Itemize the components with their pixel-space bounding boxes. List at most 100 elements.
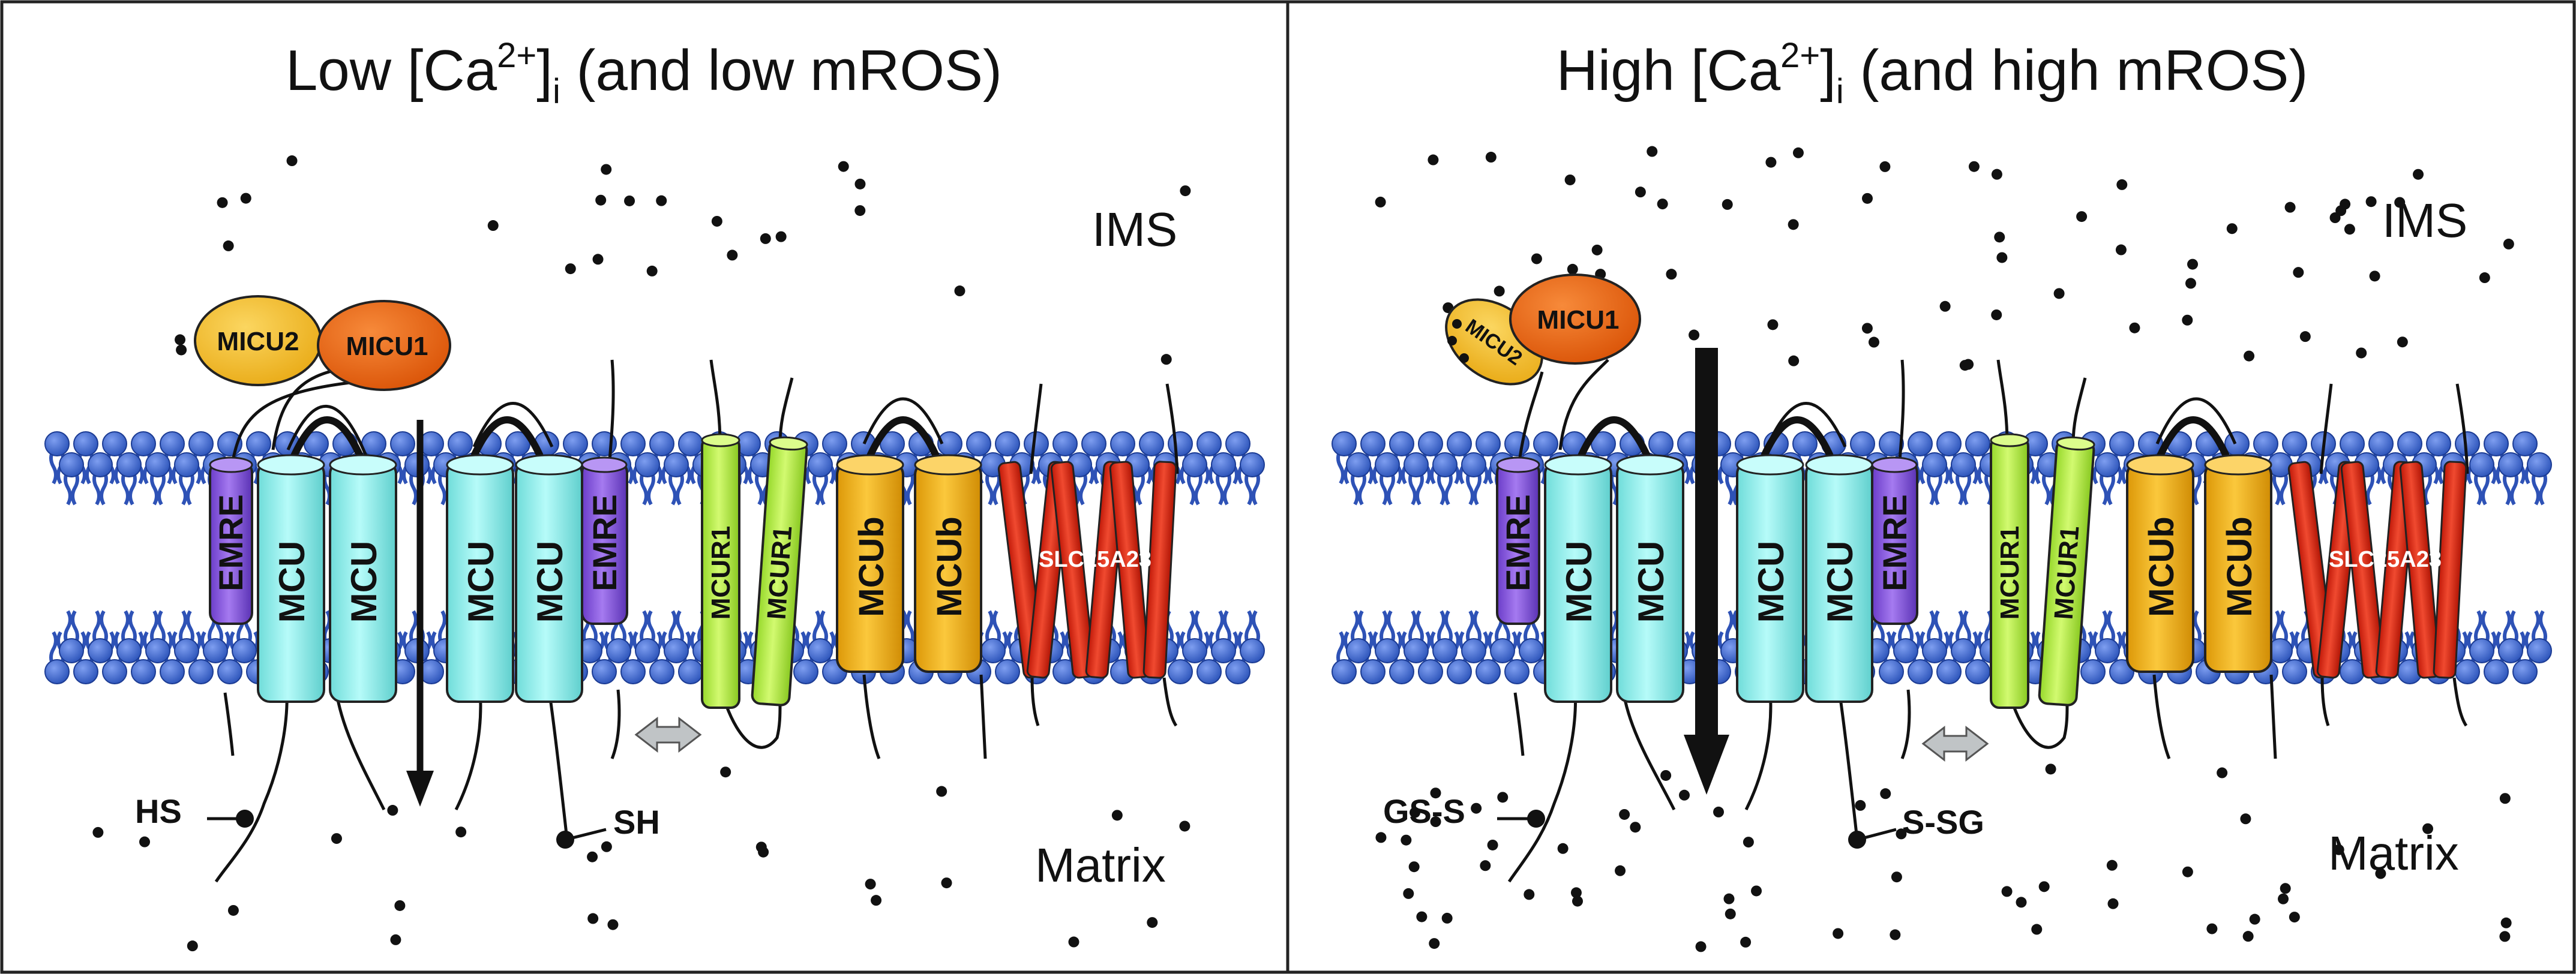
svg-text:SLC25A23: SLC25A23 — [1039, 547, 1151, 572]
calcium-ion-dot — [2187, 258, 2199, 270]
calcium-ion-dot — [2289, 912, 2300, 923]
slc25a23-carrier: SLC25A23 — [997, 461, 1177, 679]
mcu-cylinder: MCU — [1736, 454, 1804, 703]
calcium-ion-dot — [2076, 211, 2088, 223]
lipid-molecule — [88, 611, 112, 663]
calcium-ion-dot — [1494, 285, 1505, 297]
emre-helix: EMRE — [1871, 456, 1918, 625]
calcium-ion-dot — [1180, 185, 1191, 197]
calcium-ion-dot — [1968, 161, 1980, 172]
calcium-ion-dot — [1147, 917, 1158, 928]
svg-text:MCU: MCU — [272, 541, 312, 623]
calcium-ion-dot — [601, 841, 612, 852]
lipid-molecule — [59, 611, 83, 663]
calcium-ion-dot — [2356, 347, 2367, 359]
calcium-ion-dot — [595, 194, 607, 206]
svg-text:EMRE: EMRE — [586, 494, 623, 591]
calcium-ion-dot — [1179, 820, 1190, 832]
calcium-ion-dot — [1689, 329, 1700, 341]
slc25a23-carrier: SLC25A23 — [2287, 461, 2467, 679]
calcium-ion-dot — [1430, 787, 1441, 799]
calcium-ion-dot — [936, 786, 947, 797]
calcium-ion-dot — [2001, 886, 2013, 897]
calcium-ion-dot — [758, 846, 769, 858]
svg-text:GS-S: GS-S — [1383, 792, 1465, 830]
calcium-ion-dot — [1647, 146, 1658, 157]
calcium-ion-dot — [1991, 169, 2002, 180]
svg-text:MCUb: MCUb — [2142, 516, 2181, 617]
calcium-ion-dot — [1403, 888, 1414, 899]
calcium-ion-dot — [1572, 895, 1583, 907]
calcium-ion-dot — [390, 934, 401, 945]
calcium-ion-dot — [1619, 808, 1630, 820]
calcium-ion-dot — [1939, 300, 1951, 312]
panel-low-calcium: Low [Ca2+]i (and low mROS) IMS Matrix — [45, 36, 1264, 952]
calcium-ion-dot — [587, 913, 599, 924]
lipid-molecule — [59, 453, 83, 504]
calcium-ion-dot — [1375, 196, 1386, 208]
lipid-molecule — [175, 453, 199, 504]
calcium-ion-dot — [1428, 154, 1439, 166]
emre-helix: EMRE — [581, 456, 628, 625]
calcium-ion-dot — [2031, 924, 2043, 935]
calcium-ion-dot — [854, 178, 866, 190]
svg-text:MCUb: MCUb — [2220, 516, 2259, 617]
lipid-molecule — [1923, 453, 1947, 504]
calcium-ion-dot — [2375, 868, 2386, 879]
calcium-ion-dot — [1615, 865, 1626, 876]
svg-text:S-SG: S-SG — [1902, 803, 1984, 841]
calcium-ion-dot — [1401, 834, 1412, 846]
mcur1-helix: MCUR1 — [701, 433, 740, 709]
lipid-molecule — [635, 611, 659, 663]
lipid-molecule — [1375, 611, 1399, 663]
calcium-ion-dot — [2240, 813, 2251, 825]
lipid-molecule — [2470, 453, 2494, 504]
calcium-ion-dot — [1487, 839, 1498, 850]
calcium-ion-dot — [1497, 792, 1509, 803]
calcium-ion-dot — [2422, 823, 2433, 834]
lipid-molecule — [2527, 611, 2551, 663]
calcium-ion-dot — [2045, 763, 2056, 775]
calcium-ion-dot — [1429, 938, 1440, 949]
micu1-label: MICU1 — [346, 332, 428, 361]
lipid-molecule — [1211, 611, 1235, 663]
calcium-ion-dot — [1743, 837, 1754, 848]
calcium-ion-dot — [871, 895, 882, 906]
calcium-ion-dot — [1994, 232, 2005, 243]
calcium-ion-dot — [2244, 350, 2255, 362]
calcium-ion-dot — [223, 240, 234, 251]
lipid-molecule — [1923, 611, 1947, 663]
calcium-ion-dot — [1868, 336, 1879, 348]
micu2-micu1-heterodimer: MICU2 MICU1 — [1445, 273, 1641, 386]
svg-text:EMRE: EMRE — [1876, 494, 1914, 591]
calcium-ion-dot — [1564, 174, 1576, 185]
mcu-cylinder: MCU — [1544, 454, 1612, 703]
lipid-molecule — [1462, 453, 1486, 504]
lipid-molecule — [1433, 611, 1457, 663]
calcium-ion-dot — [1679, 789, 1690, 801]
lipid-molecule — [1462, 611, 1486, 663]
calcium-ion-dot — [1695, 941, 1707, 952]
calcium-ion-dot — [2394, 197, 2406, 208]
calcium-ion-dot — [1713, 806, 1725, 817]
lipid-molecule — [664, 453, 688, 504]
calcium-ion-dot — [1666, 269, 1677, 280]
mcu-cylinder: MCU — [1616, 454, 1684, 703]
lipid-molecule — [1433, 453, 1457, 504]
lipid-molecule — [2095, 611, 2119, 663]
lipid-molecule — [1375, 453, 1399, 504]
calcium-ion-dot — [1635, 187, 1646, 198]
svg-text:MCU: MCU — [461, 541, 501, 623]
calcium-ion-dot — [1751, 885, 1762, 897]
mcub-cylinder: MCUb — [2126, 454, 2194, 673]
calcium-ion-dot — [854, 205, 866, 217]
calcium-ion-dot — [1959, 360, 1971, 371]
mcu-dimer-loops — [290, 416, 940, 458]
calcium-ion-dot — [2344, 224, 2355, 235]
ims-label: IMS — [1092, 203, 1177, 256]
cysteine-thiol-right: SH — [556, 803, 660, 849]
calcium-ion-dot — [227, 904, 239, 916]
calcium-ion-dot — [2284, 202, 2296, 213]
micu2-micu1-heterodimer: MICU2 MICU1 — [194, 295, 451, 391]
svg-text:MCU: MCU — [344, 541, 384, 623]
